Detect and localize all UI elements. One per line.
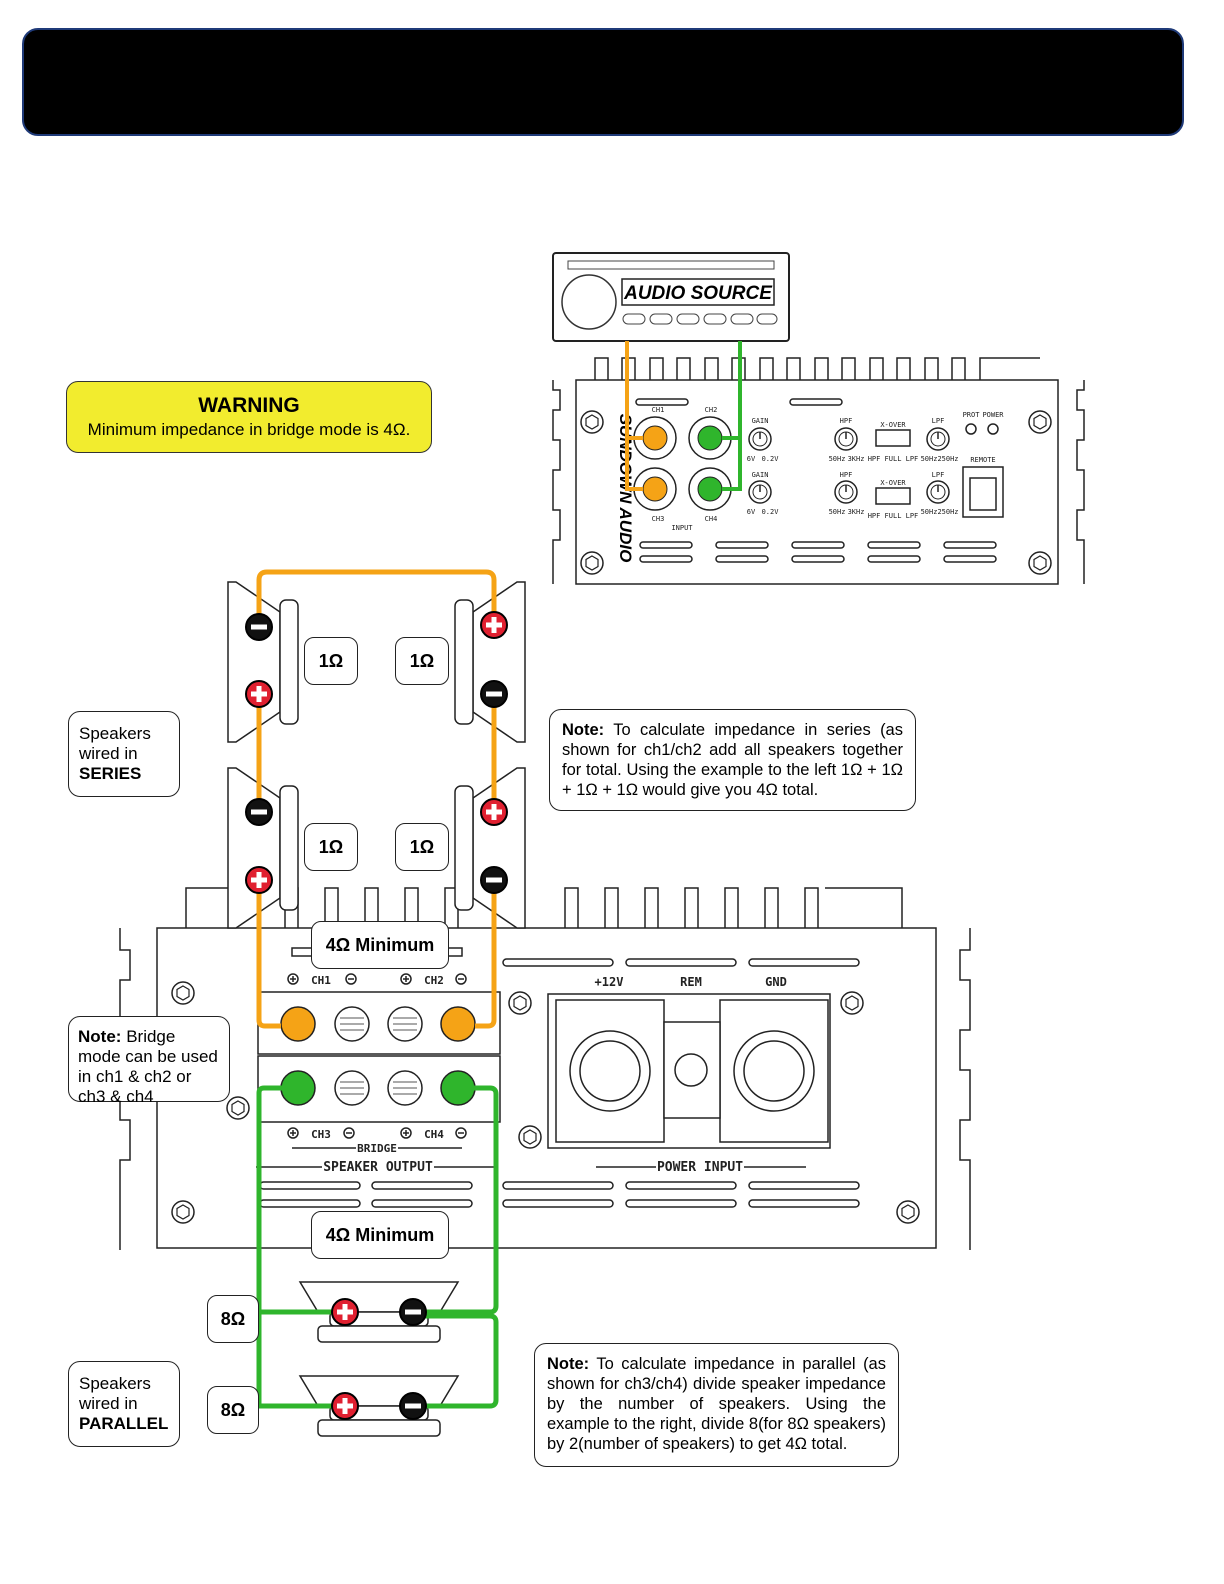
big-label-bridge: BRIDGE bbox=[357, 1142, 397, 1155]
series-minimum-label: 4Ω Minimum bbox=[311, 921, 449, 969]
label-ch3: CH3 bbox=[652, 515, 665, 523]
label-input: INPUT bbox=[671, 524, 693, 532]
label-gain-1: GAIN bbox=[752, 417, 769, 425]
series-note-label: Note: bbox=[562, 721, 605, 739]
parallel-note: Note: To calculate impedance in parallel… bbox=[534, 1343, 899, 1467]
label-ch2: CH2 bbox=[705, 406, 718, 414]
parallel-label-line3: PARALLEL bbox=[79, 1414, 169, 1433]
xover-opts-1: HPF FULL LPF bbox=[868, 455, 919, 463]
parallel-wires bbox=[256, 1085, 499, 1409]
label-ch4: CH4 bbox=[705, 515, 718, 523]
label-hpf-2: HPF bbox=[840, 471, 853, 479]
big-label-ch4: CH4 bbox=[424, 1128, 444, 1141]
series-impedance-3: 1Ω bbox=[304, 823, 358, 871]
label-ch1: CH1 bbox=[652, 406, 665, 414]
series-speakers bbox=[227, 581, 526, 929]
header-banner bbox=[22, 28, 1184, 136]
series-note: Note: To calculate impedance in series (… bbox=[549, 709, 916, 811]
parallel-impedance-1: 8Ω bbox=[207, 1295, 259, 1343]
parallel-speakers bbox=[298, 1281, 460, 1437]
bridge-note-label: Note: bbox=[78, 1027, 122, 1046]
label-rem: REM bbox=[680, 975, 702, 989]
big-label-ch1: CH1 bbox=[311, 974, 331, 987]
hpf-lo-1: 50Hz bbox=[829, 455, 846, 463]
hpf-hi-1: 3KHz bbox=[848, 455, 865, 463]
hpf-lo-2: 50Hz bbox=[829, 508, 846, 516]
series-impedance-2: 1Ω bbox=[395, 637, 449, 685]
series-label-box: Speakers wired in SERIES bbox=[68, 711, 180, 797]
lpf-lo-2: 50Hz bbox=[921, 508, 938, 516]
polarity-marks bbox=[287, 973, 467, 1139]
label-power-input: POWER INPUT bbox=[657, 1160, 743, 1175]
warning-text: Minimum impedance in bridge mode is 4Ω. bbox=[87, 420, 411, 439]
big-amp bbox=[119, 887, 971, 1250]
lpf-hi-1: 250Hz bbox=[937, 455, 958, 463]
audio-source-label: AUDIO SOURCE bbox=[623, 283, 773, 304]
series-impedance-4: 1Ω bbox=[395, 823, 449, 871]
gain-hi-1: 0.2V bbox=[762, 455, 780, 463]
hpf-hi-2: 3KHz bbox=[848, 508, 865, 516]
big-label-ch3: CH3 bbox=[311, 1128, 331, 1141]
gain-hi-2: 0.2V bbox=[762, 508, 780, 516]
label-xover-2: X-OVER bbox=[880, 479, 906, 487]
parallel-label-line2: wired in bbox=[79, 1394, 138, 1413]
small-amp bbox=[552, 357, 1085, 585]
label-power: POWER bbox=[982, 411, 1004, 419]
parallel-note-label: Note: bbox=[547, 1355, 590, 1373]
label-12v: +12V bbox=[595, 975, 624, 989]
label-gnd: GND bbox=[765, 975, 787, 989]
audio-source bbox=[552, 252, 790, 342]
warning-title: WARNING bbox=[198, 394, 300, 417]
label-lpf-1: LPF bbox=[932, 417, 945, 425]
label-prot: PROT bbox=[963, 411, 981, 419]
small-amp-vents bbox=[635, 398, 997, 563]
gain-lo-1: 6V bbox=[747, 455, 756, 463]
parallel-note-text: To calculate impedance in parallel (as s… bbox=[547, 1355, 886, 1453]
lpf-hi-2: 250Hz bbox=[937, 508, 958, 516]
gain-lo-2: 6V bbox=[747, 508, 756, 516]
warning-box: WARNING Minimum impedance in bridge mode… bbox=[66, 381, 432, 453]
small-amp-rca-dots bbox=[642, 425, 723, 502]
big-label-ch2: CH2 bbox=[424, 974, 444, 987]
xover-opts-2: HPF FULL LPF bbox=[868, 512, 919, 520]
label-gain-2: GAIN bbox=[752, 471, 769, 479]
series-impedance-1: 1Ω bbox=[304, 637, 358, 685]
label-remote: REMOTE bbox=[970, 456, 995, 464]
lpf-lo-1: 50Hz bbox=[921, 455, 938, 463]
input-wires bbox=[625, 341, 742, 491]
bridge-note-text: Bridge mode can be used in ch1 & ch2 or … bbox=[78, 1027, 218, 1106]
label-lpf-2: LPF bbox=[932, 471, 945, 479]
series-label-line2: wired in bbox=[79, 744, 138, 763]
label-speaker-output: SPEAKER OUTPUT bbox=[323, 1160, 433, 1175]
parallel-label-box: Speakers wired in PARALLEL bbox=[68, 1361, 180, 1447]
parallel-impedance-2: 8Ω bbox=[207, 1386, 259, 1434]
speaker-terminals bbox=[280, 1006, 476, 1106]
series-label-line1: Speakers bbox=[79, 724, 151, 743]
parallel-minimum-label: 4Ω Minimum bbox=[311, 1211, 449, 1259]
label-hpf-1: HPF bbox=[840, 417, 853, 425]
series-wires bbox=[256, 569, 497, 1029]
bridge-note: Note: Bridge mode can be used in ch1 & c… bbox=[68, 1016, 230, 1106]
series-label-line3: SERIES bbox=[79, 764, 142, 783]
series-note-text: To calculate impedance in series (as sho… bbox=[562, 721, 903, 799]
parallel-label-line1: Speakers bbox=[79, 1374, 151, 1393]
label-xover-1: X-OVER bbox=[880, 421, 906, 429]
